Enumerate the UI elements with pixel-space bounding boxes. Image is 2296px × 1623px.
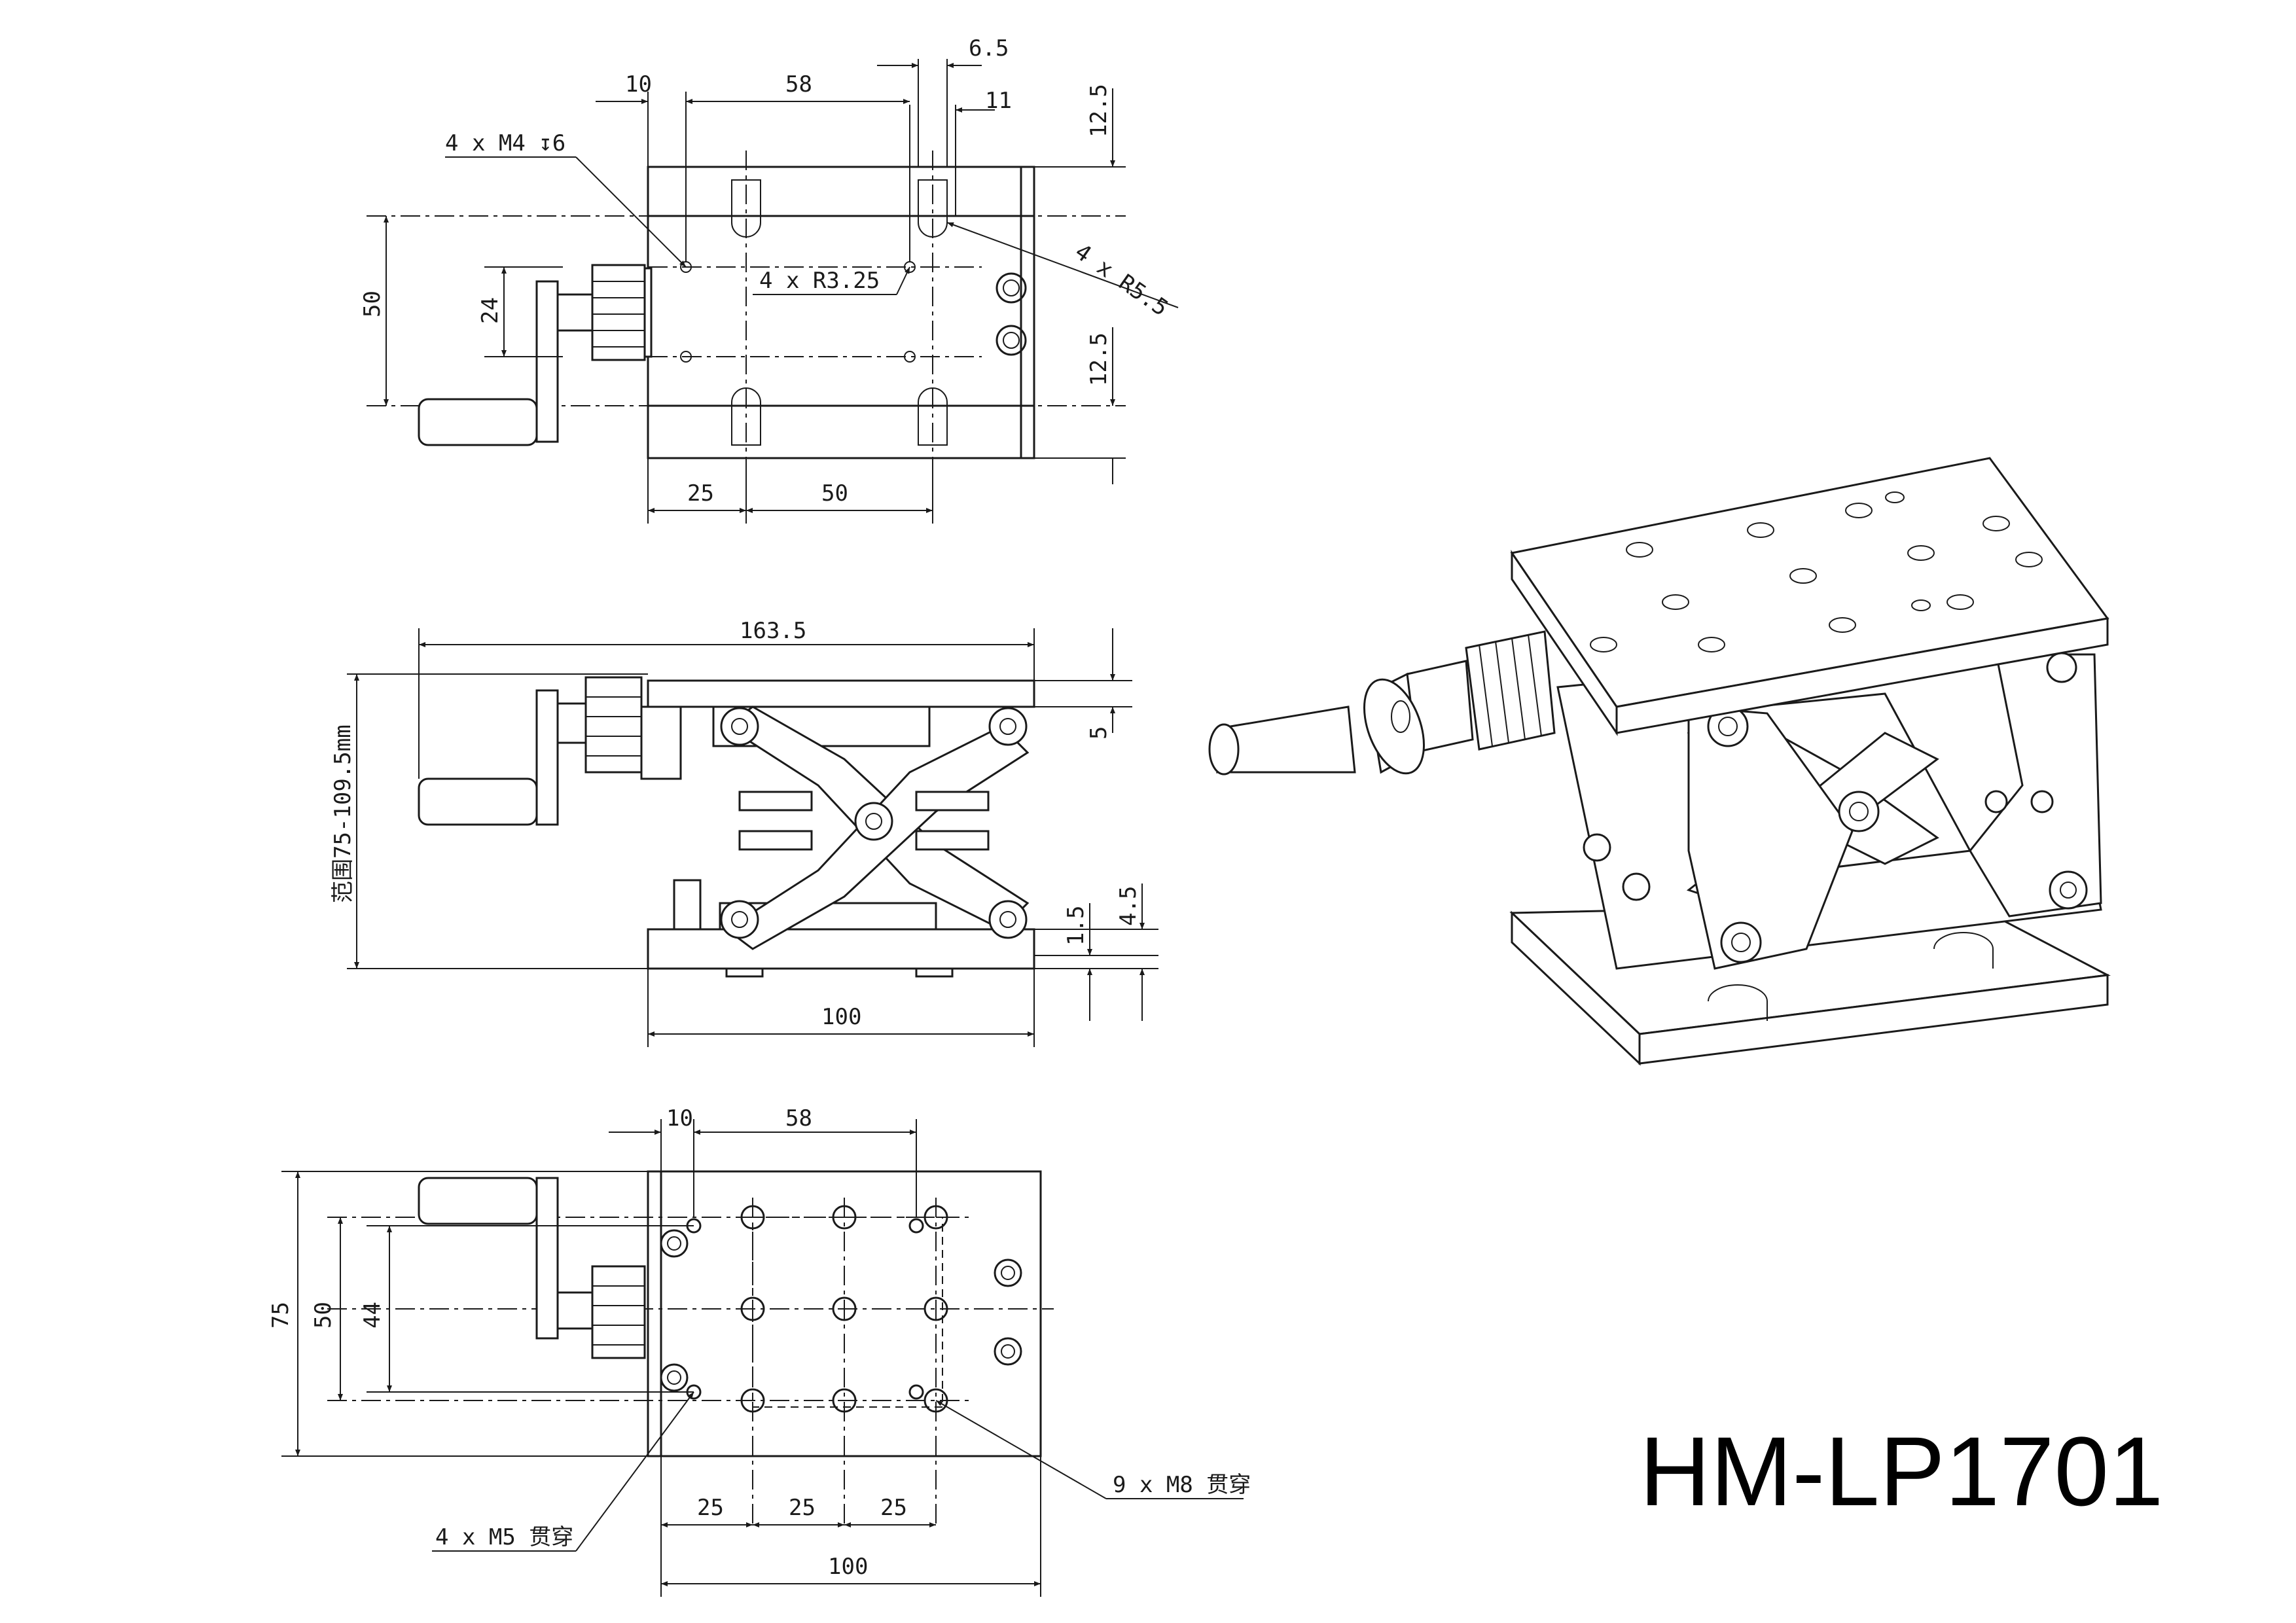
model-name: HM-LP1701: [1640, 1416, 2163, 1526]
dim-6-5: 6.5: [969, 35, 1009, 62]
dim-4-5: 4.5: [1115, 886, 1141, 926]
dim-50-left: 50: [359, 291, 386, 317]
callout-r3-25: 4 x R3.25: [759, 268, 880, 294]
dim-25-c: 25: [880, 1495, 907, 1521]
dim-12-5-bottom: 12.5: [1086, 332, 1112, 386]
dim-25-a: 25: [697, 1495, 724, 1521]
dim-11: 11: [985, 88, 1012, 114]
dim-10: 10: [625, 71, 652, 98]
dim-100: 100: [821, 1004, 861, 1030]
dim-25: 25: [687, 480, 714, 507]
base-plate: [647, 928, 1035, 970]
dim-1-5: 1.5: [1063, 906, 1089, 946]
iso-top-holes: [1590, 491, 2043, 652]
bottom-knob: [418, 1177, 646, 1359]
socket-screw: [996, 325, 1027, 356]
top-plate-outline: [647, 166, 1035, 459]
adjustment-knob: [418, 264, 653, 446]
dim-58: 58: [785, 71, 812, 98]
dim-24: 24: [477, 297, 503, 324]
m4-hole: [904, 351, 916, 363]
side-view: 163.5 范围75-109.5mm 5 1.5 4.5 100: [330, 618, 1158, 1047]
dim-163-5: 163.5: [740, 618, 806, 644]
dim-range: 范围75-109.5mm: [330, 724, 356, 903]
dim-25-b: 25: [789, 1495, 816, 1521]
bottom-view: 10 58 75 50 44 25 25 25 100 4 x M5 贯穿 9 …: [268, 1105, 1251, 1597]
callout-m4: 4 x M4 ↧6: [445, 130, 565, 156]
callout-r5-5: 4 x R5.5: [1070, 239, 1173, 322]
slot-holes: [731, 179, 948, 446]
dim-75: 75: [268, 1302, 294, 1329]
callout-m8: 9 x M8 贯穿: [1113, 1472, 1251, 1498]
dim-44: 44: [359, 1302, 386, 1329]
hidden-pattern: [752, 1217, 943, 1408]
m8-holes: [740, 1205, 948, 1413]
iso-knob-handle: [1208, 630, 1556, 776]
top-platform: [647, 679, 1035, 708]
base-outline: [647, 1170, 1042, 1457]
side-knob: [418, 676, 682, 826]
top-view: 10 58 6.5 11 12.5 12.5 50 24 25 50 4 x M…: [359, 35, 1179, 524]
dim-5: 5: [1086, 726, 1112, 740]
dim-100-bottom: 100: [828, 1554, 868, 1580]
isometric-view: [1208, 457, 2111, 1066]
dim-50-bottom-view: 50: [310, 1302, 336, 1329]
dim-10-bottom: 10: [666, 1105, 693, 1132]
socket-screw: [996, 272, 1027, 304]
callout-m5: 4 x M5 贯穿: [435, 1524, 573, 1550]
dim-58-bottom: 58: [785, 1105, 812, 1132]
m4-hole: [680, 351, 692, 363]
dim-50-bottom: 50: [821, 480, 848, 507]
dim-12-5-top: 12.5: [1086, 84, 1112, 137]
